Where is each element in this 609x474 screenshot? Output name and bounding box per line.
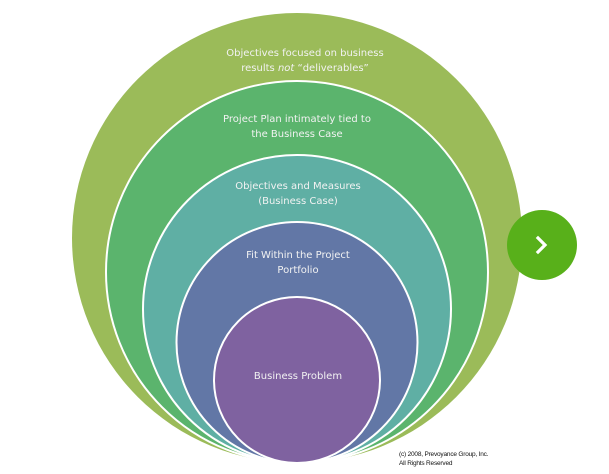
label-line: Objectives and Measures: [235, 181, 361, 192]
label-objectives-measures: Objectives and Measures (Business Case): [235, 179, 361, 209]
copyright-notice: (c) 2008, Prevoyance Group, Inc. All Rig…: [399, 450, 489, 468]
next-button[interactable]: [507, 210, 577, 280]
label-line: Objectives focused on business: [226, 48, 384, 59]
label-line: (Business Case): [258, 196, 338, 207]
label-fit-portfolio: Fit Within the Project Portfolio: [246, 248, 350, 278]
chevron-right-icon: [535, 235, 548, 255]
label-business-problem: Business Problem: [254, 369, 342, 384]
label-line: the Business Case: [251, 129, 343, 140]
copyright-line: All Rights Reserved: [399, 460, 453, 467]
label-text: “deliverables”: [294, 63, 369, 74]
label-line: results not “deliverables”: [226, 61, 383, 76]
label-project-plan: Project Plan intimately tied to the Busi…: [223, 112, 371, 142]
label-line: Project Plan intimately tied to: [223, 114, 371, 125]
copyright-line: (c) 2008, Prevoyance Group, Inc.: [399, 451, 489, 458]
label-line: Fit Within the Project: [246, 250, 350, 261]
label-emphasis: not: [277, 63, 295, 74]
label-line: Business Problem: [253, 371, 343, 382]
label-text: results: [241, 63, 278, 74]
label-objectives-focused: Objectives focused on business results n…: [226, 46, 383, 76]
label-line: Portfolio: [277, 265, 319, 276]
ring-business-problem: [213, 296, 381, 464]
